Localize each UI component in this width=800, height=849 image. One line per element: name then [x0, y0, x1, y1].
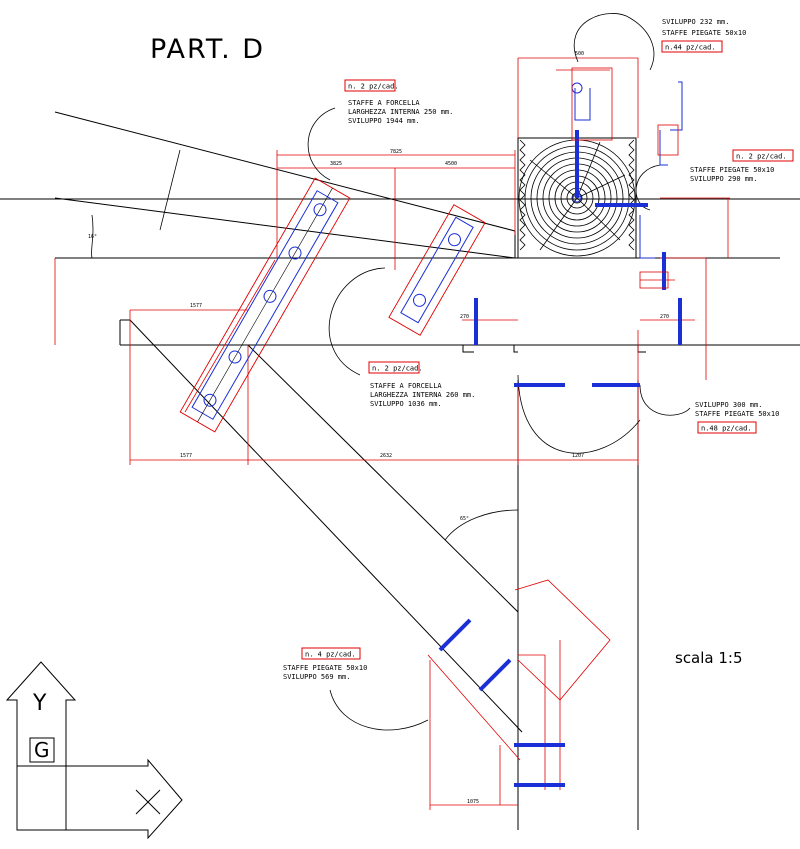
svg-text:SVILUPPO 1944 mm.: SVILUPPO 1944 mm. — [348, 117, 420, 125]
svg-text:n. 4 pz/cad.: n. 4 pz/cad. — [305, 651, 356, 659]
ucs-g-label: G — [34, 738, 50, 762]
note-top-right: SVILUPPO 232 mm. STAFFE PIEGATE 50x10 n.… — [661, 18, 746, 53]
svg-text:n. 2 pz/cad.: n. 2 pz/cad. — [736, 153, 787, 161]
svg-text:500: 500 — [575, 51, 584, 57]
svg-text:SVILUPPO 569 mm.: SVILUPPO 569 mm. — [283, 673, 350, 681]
svg-text:STAFFE PIEGATE 50x10: STAFFE PIEGATE 50x10 — [662, 29, 746, 37]
svg-text:STAFFE A FORCELLA: STAFFE A FORCELLA — [348, 99, 420, 107]
middle-fork-bracket — [388, 204, 486, 336]
note-fork-top: n. 2 pz/cad. STAFFE A FORCELLA LARGHEZZA… — [344, 79, 453, 125]
svg-text:STAFFE PIEGATE 50x10: STAFFE PIEGATE 50x10 — [690, 166, 774, 174]
svg-text:270: 270 — [660, 314, 669, 320]
ucs-axis-icon — [5, 661, 183, 840]
note-fork-mid: n. 2 pz/cad. STAFFE A FORCELLA LARGHEZZA… — [368, 361, 475, 408]
svg-text:1075: 1075 — [467, 799, 479, 805]
svg-text:SVILUPPO 232 mm.: SVILUPPO 232 mm. — [662, 18, 729, 26]
scale-label: scala 1:5 — [675, 649, 743, 667]
svg-text:3825: 3825 — [330, 161, 342, 167]
svg-text:LARGHEZZA INTERNA 260 mm.: LARGHEZZA INTERNA 260 mm. — [370, 391, 475, 399]
svg-text:7825: 7825 — [390, 149, 402, 155]
steel-plate-outlines — [574, 81, 683, 259]
svg-text:SVILUPPO 300 mm.: SVILUPPO 300 mm. — [695, 401, 762, 409]
svg-text:270: 270 — [460, 314, 469, 320]
dimension-values: 7825 3825 4500 1577 2632 1207 1577 500 2… — [88, 51, 669, 805]
svg-text:n. 2 pz/cad.: n. 2 pz/cad. — [348, 83, 399, 91]
red-boxes — [571, 67, 679, 289]
svg-text:n.48 pz/cad.: n.48 pz/cad. — [701, 425, 752, 433]
svg-text:1577: 1577 — [180, 453, 192, 459]
svg-text:SVILUPPO 1036 mm.: SVILUPPO 1036 mm. — [370, 400, 442, 408]
ucs-y-label: Y — [32, 691, 47, 716]
svg-text:1577: 1577 — [190, 303, 202, 309]
svg-text:n. 2 pz/cad.: n. 2 pz/cad. — [372, 365, 423, 373]
drawing-title: PART. D — [150, 34, 265, 65]
svg-text:STAFFE PIEGATE 50x10: STAFFE PIEGATE 50x10 — [695, 410, 779, 418]
svg-text:LARGHEZZA INTERNA 250 mm.: LARGHEZZA INTERNA 250 mm. — [348, 108, 453, 116]
svg-text:65°: 65° — [460, 516, 469, 522]
svg-text:STAFFE A FORCELLA: STAFFE A FORCELLA — [370, 382, 442, 390]
structure-lines — [0, 111, 800, 830]
steel-plates — [438, 130, 682, 787]
svg-text:16°: 16° — [88, 234, 97, 240]
dimension-lines — [54, 57, 730, 810]
note-right-low: SVILUPPO 300 mm. STAFFE PIEGATE 50x10 n.… — [695, 401, 779, 434]
svg-text:2632: 2632 — [380, 453, 392, 459]
callout-arcs — [91, 13, 691, 731]
svg-text:n.44 pz/cad.: n.44 pz/cad. — [665, 44, 716, 52]
svg-text:1207: 1207 — [572, 453, 584, 459]
svg-text:SVILUPPO 290 mm.: SVILUPPO 290 mm. — [690, 175, 757, 183]
svg-text:4500: 4500 — [445, 161, 457, 167]
upper-fork-bracket — [179, 177, 351, 433]
note-right-mid: n. 2 pz/cad. STAFFE PIEGATE 50x10 SVILUP… — [690, 149, 794, 183]
note-bottom-left: n. 4 pz/cad. STAFFE PIEGATE 50x10 SVILUP… — [283, 647, 367, 681]
svg-text:STAFFE PIEGATE 50x10: STAFFE PIEGATE 50x10 — [283, 664, 367, 672]
